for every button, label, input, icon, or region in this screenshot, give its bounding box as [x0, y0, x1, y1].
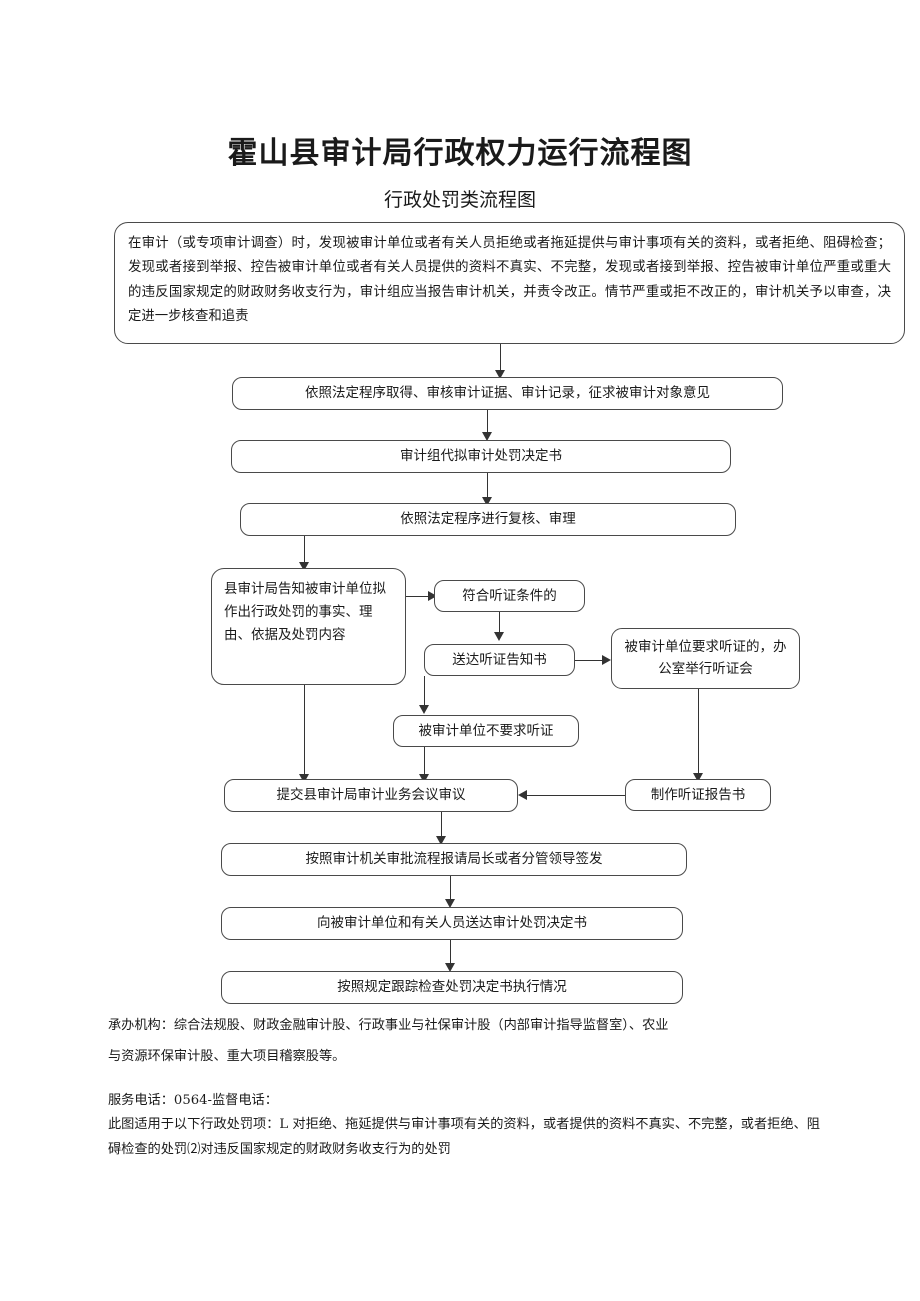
connector-report-to-meeting	[527, 795, 625, 796]
footer-phone-line: 服务电话：0564-监督电话：	[108, 1093, 278, 1108]
arrowhead-intro-to-step2	[495, 370, 505, 379]
connector-intro-to-step2	[500, 344, 501, 372]
connector-step3-to-step4	[487, 473, 488, 499]
flow-node-approval-signoff: 按照审计机关审批流程报请局长或者分管领导签发	[221, 843, 687, 876]
flow-node-draft-decision: 审计组代拟审计处罚决定书	[231, 440, 731, 473]
connector-request-to-report	[698, 689, 699, 776]
flow-node-hearing-qualify: 符合听证条件的	[434, 580, 585, 612]
footer-org-line-1: 承办机构：综合法规股、财政金融审计股、行政事业与社保审计股（内部审计指导监督室）…	[108, 1018, 669, 1033]
flow-node-business-meeting: 提交县审计局审计业务会议审议	[224, 779, 518, 812]
connector-notify-to-meeting	[304, 685, 305, 777]
flow-node-deliver-decision: 向被审计单位和有关人员送达审计处罚决定书	[221, 907, 683, 940]
page-title: 霍山县审计局行政权力运行流程图	[227, 136, 693, 171]
flow-node-hearing-report: 制作听证报告书	[625, 779, 771, 811]
flow-node-hearing-request: 被审计单位要求听证的，办公室举行听证会	[611, 628, 800, 689]
flow-node-intro: 在审计（或专项审计调查）时，发现被审计单位或者有关人员拒绝或者拖延提供与审计事项…	[114, 222, 905, 344]
connector-notify-to-qualify	[406, 596, 431, 597]
arrowhead-report-to-meeting	[518, 790, 527, 800]
connector-meeting-to-approval	[441, 812, 442, 839]
footer-applies-text: 此图适用于以下行政处罚项：L 对拒绝、拖延提供与审计事项有关的资料，或者提供的资…	[108, 1117, 820, 1158]
footer-org-line-2: 与资源环保审计股、重大项目稽察股等。	[108, 1049, 346, 1065]
flow-node-hearing-waive: 被审计单位不要求听证	[393, 715, 579, 747]
arrowhead-notice-to-request	[602, 655, 611, 665]
footer-applicability: 此图适用于以下行政处罚项：L 对拒绝、拖延提供与审计事项有关的资料，或者提供的资…	[108, 1112, 828, 1163]
arrowhead-qualify-to-notice	[494, 632, 504, 641]
arrowhead-approval-to-deliver	[445, 899, 455, 908]
arrowhead-request-to-report	[693, 773, 703, 782]
flow-node-review-trial: 依照法定程序进行复核、审理	[240, 503, 736, 536]
arrowhead-deliver-to-followup	[445, 963, 455, 972]
arrowhead-notice-to-waive	[419, 705, 429, 714]
connector-step4-to-notify	[304, 536, 305, 566]
arrowhead-step4-to-notify	[299, 562, 309, 571]
arrowhead-step2-to-step3	[482, 432, 492, 441]
footer-organizations: 承办机构：综合法规股、财政金融审计股、行政事业与社保审计股（内部审计指导监督室）…	[108, 1010, 828, 1072]
arrowhead-notify-to-qualify	[428, 591, 437, 601]
connector-waive-to-meeting	[424, 747, 425, 777]
connector-approval-to-deliver	[450, 876, 451, 902]
arrowhead-notify-to-meeting	[299, 774, 309, 783]
flow-node-hearing-notice: 送达听证告知书	[424, 644, 575, 676]
connector-notice-to-waive	[424, 676, 425, 708]
connector-step2-to-step3	[487, 410, 488, 434]
page-subtitle: 行政处罚类流程图	[383, 189, 536, 211]
flow-node-notify-party: 县审计局告知被审计单位拟作出行政处罚的事实、理由、依据及处罚内容	[211, 568, 406, 685]
arrowhead-step3-to-step4	[482, 497, 492, 506]
connector-notice-to-request	[575, 660, 605, 661]
connector-qualify-to-notice	[499, 612, 500, 635]
flow-node-followup-execution: 按照规定跟踪检查处罚决定书执行情况	[221, 971, 683, 1004]
footer-contact: 服务电话：0564-监督电话：	[108, 1090, 828, 1112]
connector-deliver-to-followup	[450, 940, 451, 966]
flow-node-collect-evidence: 依照法定程序取得、审核审计证据、审计记录，征求被审计对象意见	[232, 377, 783, 410]
arrowhead-meeting-to-approval	[436, 836, 446, 845]
arrowhead-waive-to-meeting	[419, 774, 429, 783]
